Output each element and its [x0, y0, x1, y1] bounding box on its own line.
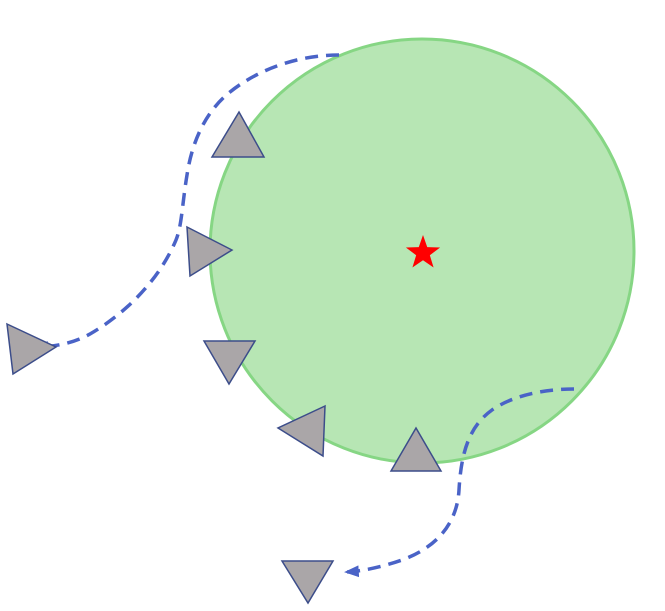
- agent-triangle-icon: [210, 110, 266, 158]
- agent-triangle-icon: [389, 426, 443, 472]
- agent-triangle-icon: [276, 404, 326, 458]
- center-star-icon: [405, 235, 441, 268]
- agent-triangle-icon: [186, 225, 234, 278]
- agent-triangle-icon: [280, 560, 335, 605]
- agent-triangle-icon: [6, 322, 58, 376]
- agent-triangle-icon: [202, 340, 257, 386]
- trajectory-path-upper: [33, 53, 340, 353]
- trajectory-path-lower: [344, 387, 575, 578]
